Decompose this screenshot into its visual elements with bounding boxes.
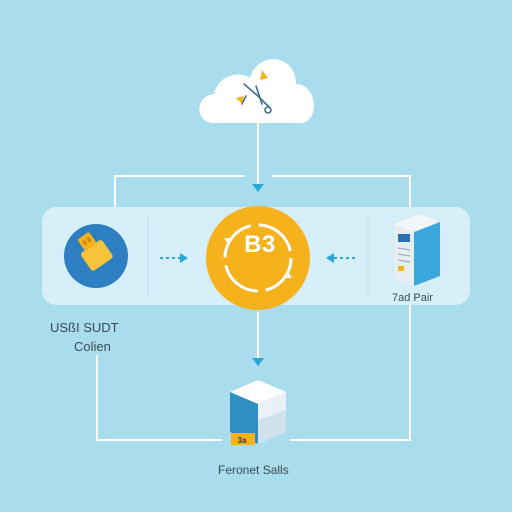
hardware-device-icon: [394, 214, 440, 286]
connector-lines: [96, 120, 411, 441]
arrow-left-icon: [326, 253, 356, 263]
right-node-label: 7ad Pair: [392, 292, 433, 304]
right-top-bracket: [272, 175, 411, 210]
cloud-icon: [199, 59, 314, 123]
left-top-bracket: [114, 175, 245, 210]
server-box-text: 3a: [237, 436, 247, 445]
exchange-coin-icon: [206, 206, 310, 310]
right-bottom-line: [290, 305, 411, 441]
left-node-label-line2: Colien: [74, 339, 111, 354]
bottom-node-label: Feronet Salls: [218, 463, 289, 477]
arrow-right-icon: [160, 253, 188, 263]
center-coin-symbol: B3: [244, 231, 276, 258]
left-bottom-line: [96, 355, 222, 441]
left-node-label-line1: USßI SUDT: [50, 320, 119, 335]
arrow-down-to-server-icon: [252, 358, 264, 366]
arrow-down-icon: [252, 184, 264, 192]
server-stack-icon: [230, 380, 286, 445]
usb-token-icon: [64, 224, 128, 288]
